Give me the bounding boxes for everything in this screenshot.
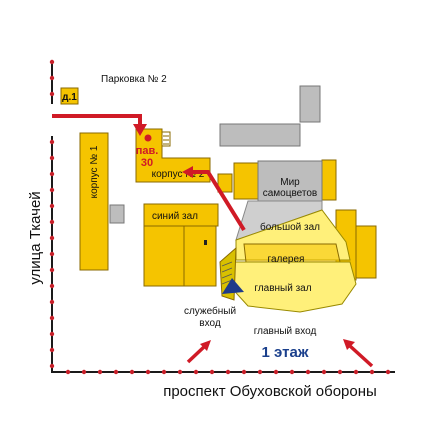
building-d1-label: д.1 bbox=[62, 92, 77, 103]
building-gray-small bbox=[109, 204, 125, 224]
route-path bbox=[52, 114, 246, 232]
siniy-zal-label: синий зал bbox=[152, 211, 198, 222]
street-dot bbox=[49, 235, 55, 241]
service-entrance-label-1: служебный bbox=[184, 305, 236, 317]
street-dot bbox=[49, 347, 55, 353]
service-entrance-label-2: вход bbox=[199, 318, 221, 329]
street-dot bbox=[49, 315, 55, 321]
entrance-arrow-left bbox=[186, 340, 211, 364]
street-dot bbox=[49, 155, 55, 161]
building-korpus-1: корпус № 1 bbox=[79, 132, 109, 271]
parking-label: Парковка № 2 bbox=[101, 74, 167, 85]
mir-label-2: самоцветов bbox=[263, 188, 318, 199]
main-entrance-label: главный вход bbox=[254, 326, 317, 337]
street-dot bbox=[257, 369, 263, 375]
hall-mir-samotsvetov: Мир самоцветов bbox=[257, 160, 323, 202]
street-dot bbox=[193, 369, 199, 375]
mir-label-1: Мир bbox=[280, 177, 300, 188]
street-dots bbox=[49, 59, 391, 375]
street-dot bbox=[49, 251, 55, 257]
hall-siniy-zal: синий зал bbox=[143, 203, 219, 287]
building-d1: д.1 bbox=[60, 87, 79, 105]
street-dot bbox=[353, 369, 359, 375]
street-dot bbox=[49, 187, 55, 193]
street-dot bbox=[49, 363, 55, 369]
floor-label: 1 этаж bbox=[262, 344, 309, 361]
main-complex: большой зал галерея главный зал bbox=[219, 200, 357, 313]
street-dot bbox=[385, 369, 391, 375]
street-dot bbox=[49, 171, 55, 177]
street-dot bbox=[49, 91, 55, 97]
street-dot bbox=[49, 267, 55, 273]
service-entrance-arrow bbox=[222, 278, 244, 294]
street-dot bbox=[241, 369, 247, 375]
street-dot bbox=[305, 369, 311, 375]
street-dot bbox=[49, 75, 55, 81]
street-dot bbox=[49, 139, 55, 145]
street-dot bbox=[129, 369, 135, 375]
street-dot bbox=[337, 369, 343, 375]
street-dot bbox=[113, 369, 119, 375]
building-gray-top bbox=[299, 85, 321, 123]
street-dot bbox=[49, 59, 55, 65]
building-korpus-2: пав. 30 корпус № 2 bbox=[135, 128, 211, 183]
street-dot bbox=[145, 369, 151, 375]
glavny-zal-label: главный зал bbox=[254, 283, 311, 294]
korpus-2-label: корпус № 2 bbox=[152, 169, 205, 180]
street-dot bbox=[273, 369, 279, 375]
street-dot bbox=[177, 369, 183, 375]
pavilion-marker bbox=[144, 134, 152, 142]
street-dot bbox=[81, 369, 87, 375]
street-dot bbox=[97, 369, 103, 375]
street-lines bbox=[51, 60, 395, 373]
korpus-1-label: корпус № 1 bbox=[89, 145, 100, 198]
street-dot bbox=[225, 369, 231, 375]
street-dot bbox=[161, 369, 167, 375]
street-label-obukhovskoy: проспект Обуховской обороны bbox=[163, 383, 377, 400]
street-dot bbox=[49, 203, 55, 209]
building-gray-mid bbox=[219, 123, 301, 147]
entrance-arrow-right bbox=[343, 339, 374, 368]
building-annex-2 bbox=[233, 162, 259, 200]
building-annex-1 bbox=[217, 173, 233, 193]
street-dot bbox=[49, 219, 55, 225]
galereya-label: галерея bbox=[268, 254, 305, 265]
street-dot bbox=[321, 369, 327, 375]
street-label-tkachey: улица Ткачей bbox=[27, 191, 44, 284]
street-dot bbox=[49, 283, 55, 289]
street-dot bbox=[289, 369, 295, 375]
pavilion-label: пав. bbox=[136, 145, 159, 157]
street-dot bbox=[49, 299, 55, 305]
street-dot bbox=[65, 369, 71, 375]
bolshoy-zal-label: большой зал bbox=[260, 221, 320, 233]
street-dot bbox=[209, 369, 215, 375]
street-dot bbox=[49, 331, 55, 337]
street-dot bbox=[369, 369, 375, 375]
pavilion-number: 30 bbox=[141, 157, 153, 169]
